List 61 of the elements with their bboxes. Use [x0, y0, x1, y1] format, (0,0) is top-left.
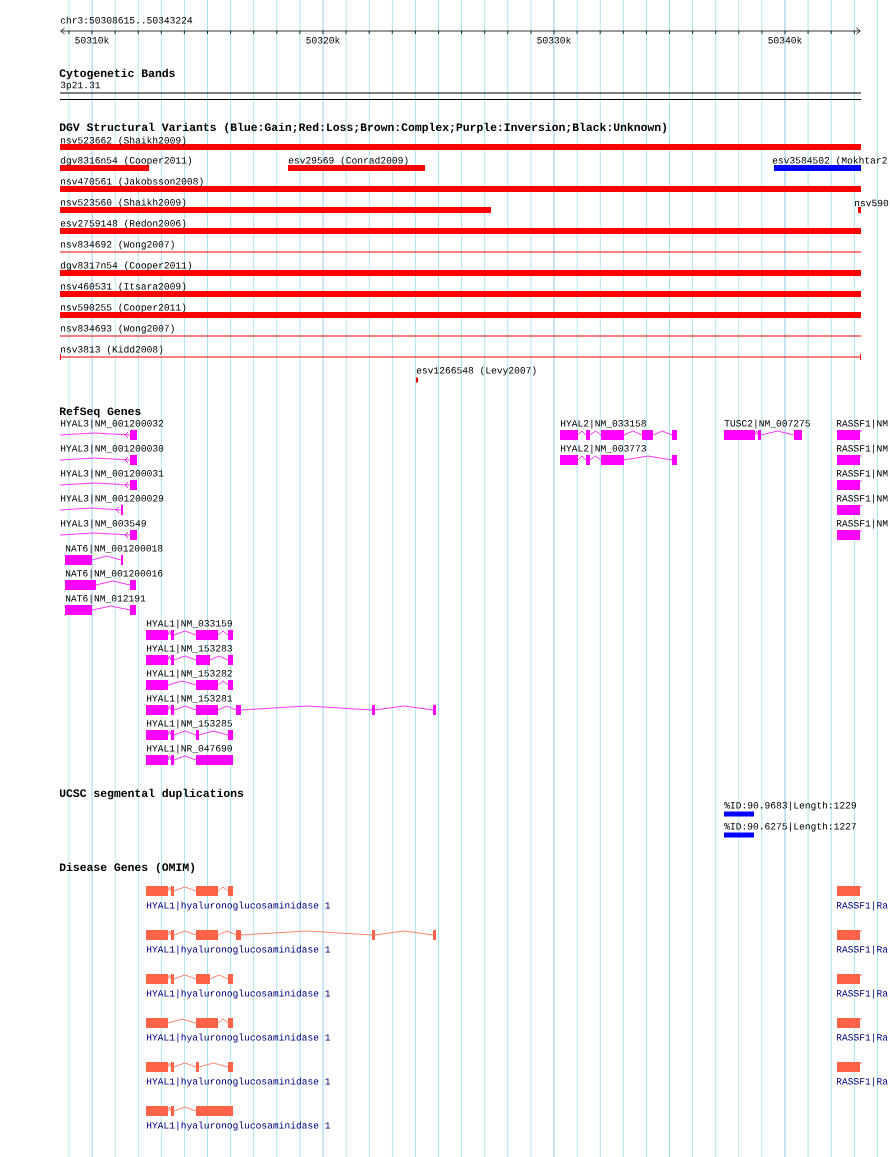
track-label: nsv834692 (Wong2007) [61, 240, 174, 250]
track-label: esv29569 (Conrad2009) [288, 156, 408, 166]
gene-label: HYAL1|hyaluronoglucosaminidase 1 [146, 1033, 331, 1043]
track-label: HYAL1|NM_153283 [146, 644, 232, 654]
gene-label: RASSF1|Ra [836, 989, 888, 999]
track-label: %ID:90.6275|Length:1227 [724, 822, 856, 832]
track-label: nsv460531 (Itsara2009) [61, 282, 186, 292]
gene-label: RASSF1|Ra [836, 901, 888, 911]
track-label: esv2759148 (Redon2006) [60, 219, 186, 229]
track-label: nsv3813 (Kidd2008) [61, 345, 163, 355]
tick-label: 50330k [537, 36, 571, 44]
tick-label: 50340k [768, 36, 802, 44]
track-label: nsv590255 (Cooper2011) [61, 303, 186, 313]
track-label: RASSF1|NM [836, 494, 888, 504]
track-label: RASSF1|NM [836, 469, 888, 479]
track-label: dgv8317n54 (Cooper2011) [60, 261, 192, 271]
track-label: HYAL3|NM_001200029 [60, 494, 164, 504]
gene-label: HYAL1|hyaluronoglucosaminidase 1 [146, 1121, 331, 1131]
track-label: dgv8316n54 (Cooper2011) [60, 156, 192, 166]
track-label: NAT6|NM_001200016 [65, 569, 163, 579]
tick-label: 50310k [75, 36, 109, 44]
gene-label: HYAL1|hyaluronoglucosaminidase 1 [146, 901, 331, 911]
track-label: 3p21.31 [60, 81, 101, 91]
track-heading: Disease Genes (OMIM) [59, 862, 195, 874]
track-label: HYAL1|NM_153281 [146, 694, 233, 704]
track-label: RASSF1|NM [836, 519, 888, 529]
track-heading: Cytogenetic Bands [59, 68, 175, 80]
track-label: RASSF1|NM [836, 444, 888, 454]
track-label: esv3584502 (Mokhtar2 [772, 156, 887, 166]
gene-label: RASSF1|Ra [836, 945, 888, 955]
track-heading: UCSC segmental duplications [59, 788, 244, 800]
gene-label: RASSF1|Ra [836, 1033, 888, 1043]
track-label: chr3:50308615..50343224 [60, 16, 193, 24]
track-label: NAT6|NM_001200018 [65, 544, 163, 554]
tick-label: 50320k [306, 36, 340, 44]
track-label: HYAL1|NM_153285 [146, 719, 232, 729]
track-label: HYAL3|NM_001200031 [60, 469, 164, 479]
track-heading: DGV Structural Variants (Blue:Gain;Red:Loss;Brown:Complex;Purple:Inversion;Black:Unknown) [59, 122, 667, 134]
track-label: HYAL3|NM_001200032 [60, 419, 164, 429]
track-label: HYAL1|NM_033159 [146, 619, 232, 629]
track-label: nsv523560 (Shaikh2009) [61, 198, 186, 208]
track-label: %ID:90.9683|Length:1229 [724, 801, 856, 811]
gene-label: RASSF1|Ra [836, 1077, 888, 1087]
track-label: HYAL3|NM_001200030 [60, 444, 164, 454]
track-label: HYAL3|NM_003549 [60, 519, 146, 529]
track-label: HYAL2|NM_033158 [560, 419, 646, 429]
track-label: HYAL2|NM_003773 [560, 444, 646, 454]
gene-label: HYAL1|hyaluronoglucosaminidase 1 [146, 945, 331, 955]
track-label: HYAL1|NM_153282 [146, 669, 232, 679]
track-label: NAT6|NM_012191 [65, 594, 146, 604]
gene-label: HYAL1|hyaluronoglucosaminidase 1 [146, 1077, 331, 1087]
track-label: nsv590 [855, 199, 889, 207]
track-label: HYAL1|NR_047690 [146, 744, 232, 754]
track-label: esv1266548 (Levy2007) [416, 366, 536, 376]
track-label: TUSC2|NM_007275 [724, 419, 810, 429]
track-label: nsv834693 (Wong2007) [61, 324, 174, 334]
track-label: RASSF1|NM [836, 419, 888, 429]
track-label: nsv523662 (Shaikh2009) [61, 136, 186, 146]
gene-label: HYAL1|hyaluronoglucosaminidase 1 [146, 989, 331, 999]
track-heading: RefSeq Genes [59, 406, 141, 418]
track-label: nsv470561 (Jakobsson2008) [61, 177, 203, 187]
